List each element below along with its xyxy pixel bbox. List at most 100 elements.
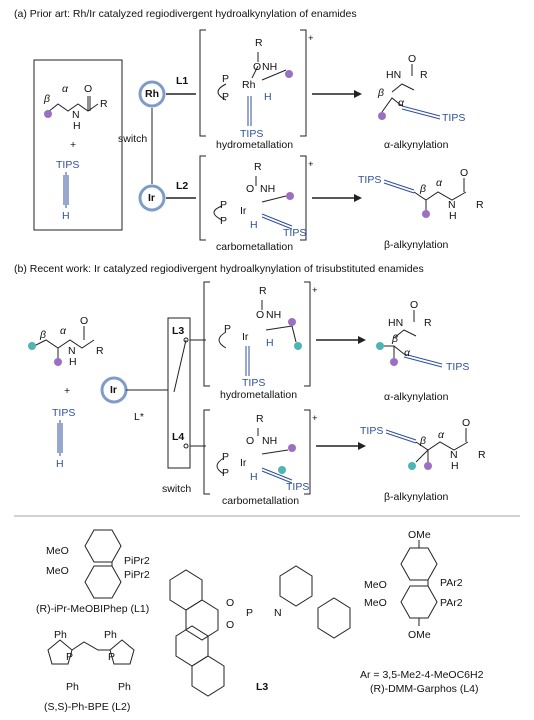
substrate-box-a — [33, 59, 123, 231]
prod-a2-O: O — [460, 167, 469, 179]
L3-O-1: O — [226, 597, 235, 609]
purple-ball — [285, 70, 293, 78]
L1-PiPr2-1: PiPr2 — [124, 555, 150, 567]
complex-a2-R: R — [254, 161, 262, 173]
complex-carbo-b — [216, 428, 293, 484]
prod-b1-O: O — [410, 299, 419, 311]
ir-catalyst-icon-a — [138, 184, 166, 212]
beta-label: β — [44, 93, 50, 105]
L4-MeO-1: MeO — [364, 579, 387, 591]
complex-a2-O: O — [246, 183, 255, 195]
complex-b1-Ir: Ir — [242, 331, 249, 343]
L1-MeO-1: MeO — [46, 545, 69, 557]
prod-a1-R: R — [420, 69, 428, 81]
complex-a2-H: H — [250, 219, 258, 231]
purple-ball — [286, 192, 294, 200]
L4-name: (R)-DMM-Garphos (L4) — [370, 683, 479, 695]
L2-P-2: P — [108, 651, 116, 663]
rh-label: Rh — [145, 88, 159, 100]
alpha-product-a: α-alkynylation — [384, 139, 449, 151]
L1-MeO-2: MeO — [46, 565, 69, 577]
complex-a2-dagger: + — [308, 159, 314, 170]
ligand-L1-structure — [84, 529, 122, 599]
enamide-a — [47, 96, 99, 113]
complex-b2-Ir: Ir — [240, 457, 247, 469]
L2-name: (S,S)-Ph-BPE (L2) — [44, 701, 131, 713]
complex-b2-R: R — [256, 413, 264, 425]
complex-a2-P1: P — [220, 199, 228, 211]
complex-b2-H: H — [250, 471, 258, 483]
L4-PAr2-1: PAr2 — [440, 577, 463, 589]
L2-P-1: P — [66, 651, 74, 663]
L3-label: L3 — [172, 325, 185, 337]
prod-b2-N: N — [450, 449, 458, 461]
complex-b2-NH: NH — [262, 435, 278, 447]
complex-a1-tips: TIPS — [240, 128, 264, 140]
carbo-label-b: carbometallation — [222, 495, 300, 507]
alkyne-H-a: H — [62, 210, 70, 222]
teal-ball — [408, 462, 416, 470]
prod-a1-O: O — [408, 53, 417, 65]
complex-a1-dagger: + — [308, 33, 314, 44]
switch-lever — [173, 339, 187, 393]
L4-OMe-top: OMe — [408, 529, 431, 541]
teal-ball — [28, 342, 36, 350]
complex-b1-tips: TIPS — [242, 377, 266, 389]
atom-N: N — [72, 109, 80, 121]
switch-label-b: switch — [162, 483, 192, 495]
tips-b: TIPS — [52, 407, 76, 419]
switch-box — [167, 317, 191, 469]
carbo-label-a: carbometallation — [216, 241, 294, 253]
complex-b2-P1: P — [222, 451, 230, 463]
purple-ball — [422, 210, 430, 218]
purple-ball — [390, 358, 398, 366]
complex-a1-P1: P — [222, 73, 230, 85]
complex-a1-O: O — [253, 61, 262, 73]
L1-name: (R)-iPr-MeOBIPhep (L1) — [36, 603, 150, 615]
plus-a: + — [70, 139, 77, 151]
L2-label: L2 — [176, 180, 189, 192]
prod-a1-beta: β — [378, 87, 384, 99]
product-beta-a — [383, 178, 467, 212]
b-beta: β — [40, 329, 46, 341]
L2-Ph-4: Ph — [118, 681, 131, 693]
prod-a1-alpha: α — [398, 97, 404, 109]
prod-a2-R: R — [476, 199, 484, 211]
atom-H: H — [73, 120, 81, 132]
prod-b2-alpha: α — [438, 429, 444, 441]
complex-b1-H: H — [266, 337, 274, 349]
tips-a: TIPS — [56, 159, 80, 171]
complex-b1-NH: NH — [266, 309, 282, 321]
purple-ball — [44, 110, 52, 118]
L3-name: L3 — [256, 681, 269, 693]
b-alpha: α — [60, 325, 66, 337]
arrowhead — [358, 442, 366, 450]
b-N: N — [68, 345, 76, 357]
prod-b1-tips: TIPS — [446, 361, 470, 373]
L1-PiPr2-2: PiPr2 — [124, 569, 150, 581]
ligand-L2-structure — [47, 639, 135, 665]
hydro-label-a: hydrometallation — [216, 139, 294, 151]
b-R: R — [96, 345, 104, 357]
prod-b1-R: R — [424, 317, 432, 329]
atom-O: O — [84, 83, 93, 95]
prod-a2-N: N — [448, 199, 456, 211]
complex-a2-NH: NH — [260, 183, 276, 195]
alkyne-H-b: H — [56, 458, 64, 470]
rh-catalyst-icon — [138, 80, 166, 108]
arrowhead — [354, 194, 362, 202]
complex-b1-P: P — [224, 323, 232, 335]
hydro-label-b: hydrometallation — [220, 389, 298, 401]
L3-N: N — [274, 607, 282, 619]
prod-a2-beta: β — [420, 183, 426, 195]
beta-product-a: β-alkynylation — [384, 239, 449, 251]
L4-PAr2-2: PAr2 — [440, 597, 463, 609]
complex-b2-P2: P — [222, 467, 230, 479]
complex-b1-R: R — [259, 285, 267, 297]
L2-Ph-3: Ph — [66, 681, 79, 693]
complex-b1-dagger: + — [312, 285, 318, 296]
ligand-L4-structure — [400, 540, 438, 626]
purple-ball — [288, 318, 296, 326]
purple-ball — [288, 444, 296, 452]
ir-label-b: Ir — [110, 384, 118, 396]
